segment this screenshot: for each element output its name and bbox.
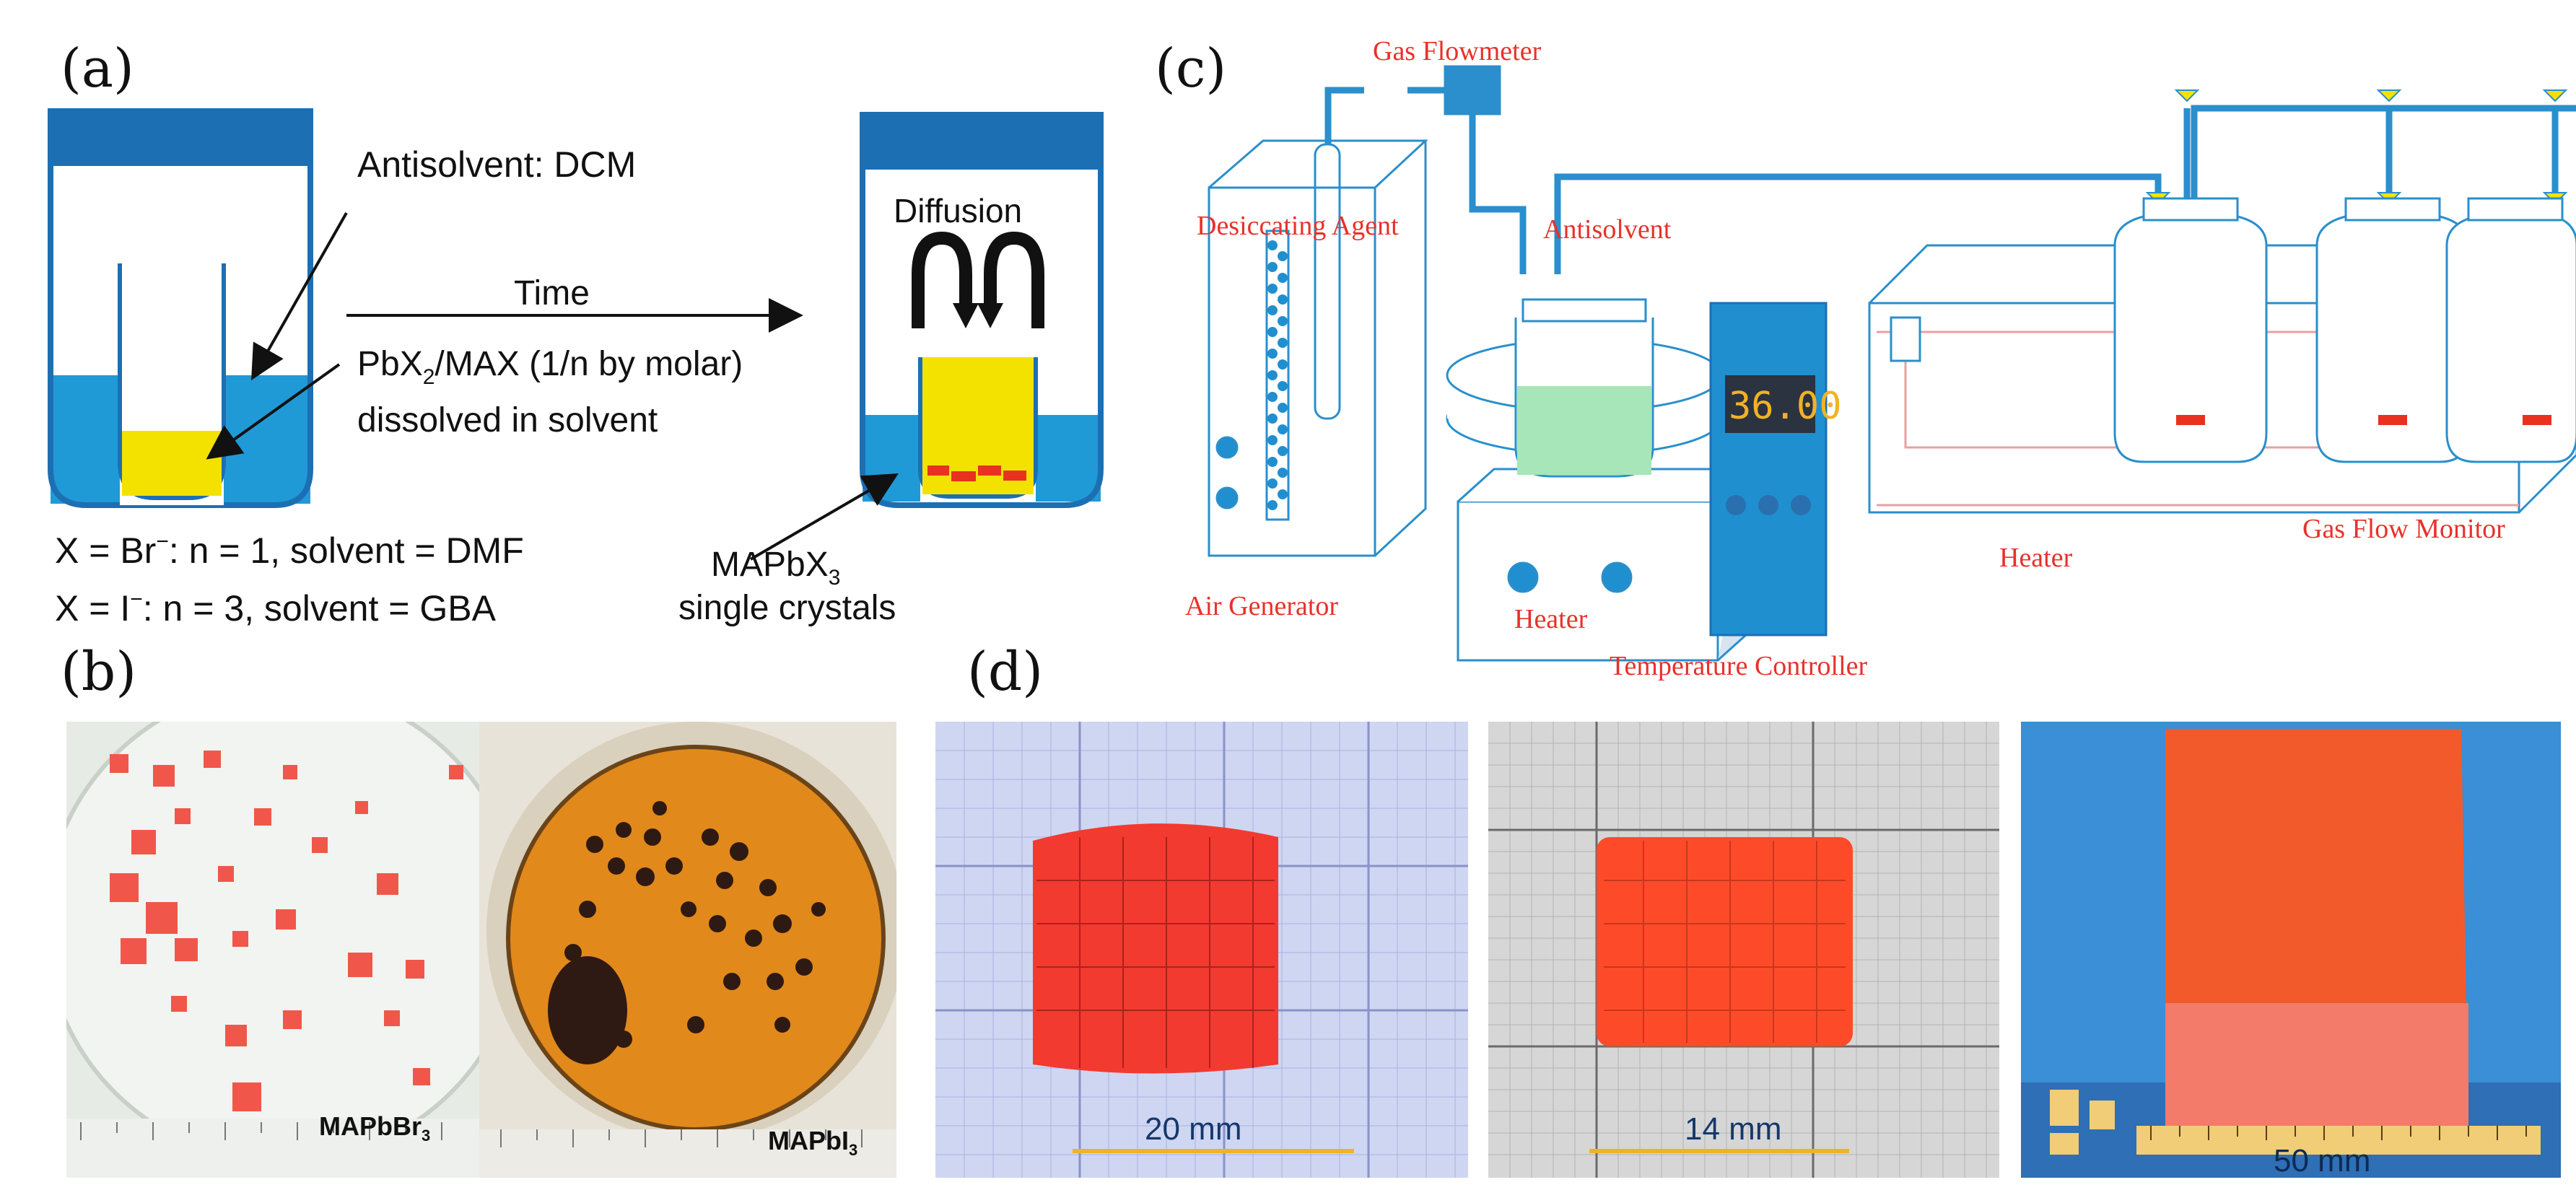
diffusion-arrows xyxy=(912,231,1044,328)
bottle-crystals xyxy=(2176,415,2551,425)
scale-20mm: 20 mm xyxy=(1145,1111,1242,1147)
panel-label-c: (c) xyxy=(1155,38,1227,100)
controller-display: 36.00 xyxy=(1729,385,1842,428)
bottles xyxy=(2113,197,2576,463)
crystals xyxy=(927,465,1026,481)
panel-label-b: (b) xyxy=(61,641,137,703)
scale-50mm: 50 mm xyxy=(2274,1143,2371,1178)
label-heater-small: Heater xyxy=(1514,604,1588,634)
photo-crystal-20mm: 20 mm xyxy=(935,722,1468,1178)
label-air-generator: Air Generator xyxy=(1185,591,1338,621)
label-diffusion: Diffusion xyxy=(894,192,1022,229)
photo-crystal-50mm: 50 mm xyxy=(2021,722,2561,1178)
panel-c-diagram: Gas Flowmeter Desiccating Agent Antisolv… xyxy=(1185,36,2576,681)
label-product: MAPbX3 xyxy=(711,546,840,590)
panel-a-diagram: Antisolvent: DCM Diffusion Time PbX2/MAX… xyxy=(48,108,1104,629)
label-time: Time xyxy=(514,274,590,312)
condition-br: X = Br−: n = 1, solvent = DMF xyxy=(55,530,524,571)
photo-crystal-14mm: 14 mm xyxy=(1488,722,1999,1178)
label-antisolvent: Antisolvent xyxy=(1543,214,1672,245)
label-product-line2: single crystals xyxy=(678,589,896,627)
label-gas-flowmeter: Gas Flowmeter xyxy=(1373,36,1542,66)
label-dissolved: dissolved in solvent xyxy=(357,401,658,439)
photo-mapbbr3: MAPbBr3 xyxy=(66,722,479,1178)
panel-label-a: (a) xyxy=(61,38,134,100)
condition-i: X = I−: n = 3, solvent = GBA xyxy=(55,587,497,629)
heater-small xyxy=(1446,298,1757,662)
temperature-controller xyxy=(1709,302,1828,637)
scale-14mm: 14 mm xyxy=(1685,1111,1782,1147)
label-heater-bath: Heater xyxy=(1999,543,2073,573)
air-generator xyxy=(1208,139,1428,557)
label-desiccating-agent: Desiccating Agent xyxy=(1197,211,1399,241)
beaker-right xyxy=(860,112,1104,508)
label-precursor: PbX2/MAX (1/n by molar) xyxy=(357,345,743,389)
desiccant-beads xyxy=(1267,240,1288,510)
label-mapbi3: MAPbI3 xyxy=(768,1126,858,1160)
label-gas-flow-monitor: Gas Flow Monitor xyxy=(2302,514,2505,544)
label-mapbbr3: MAPbBr3 xyxy=(319,1111,431,1145)
photo-mapbi3: MAPbI3 xyxy=(479,722,896,1178)
label-temperature-controller: Temperature Controller xyxy=(1610,651,1867,681)
panel-label-d: (d) xyxy=(967,641,1044,703)
label-antisolvent-dcm: Antisolvent: DCM xyxy=(357,144,636,185)
beaker-left xyxy=(48,108,313,508)
